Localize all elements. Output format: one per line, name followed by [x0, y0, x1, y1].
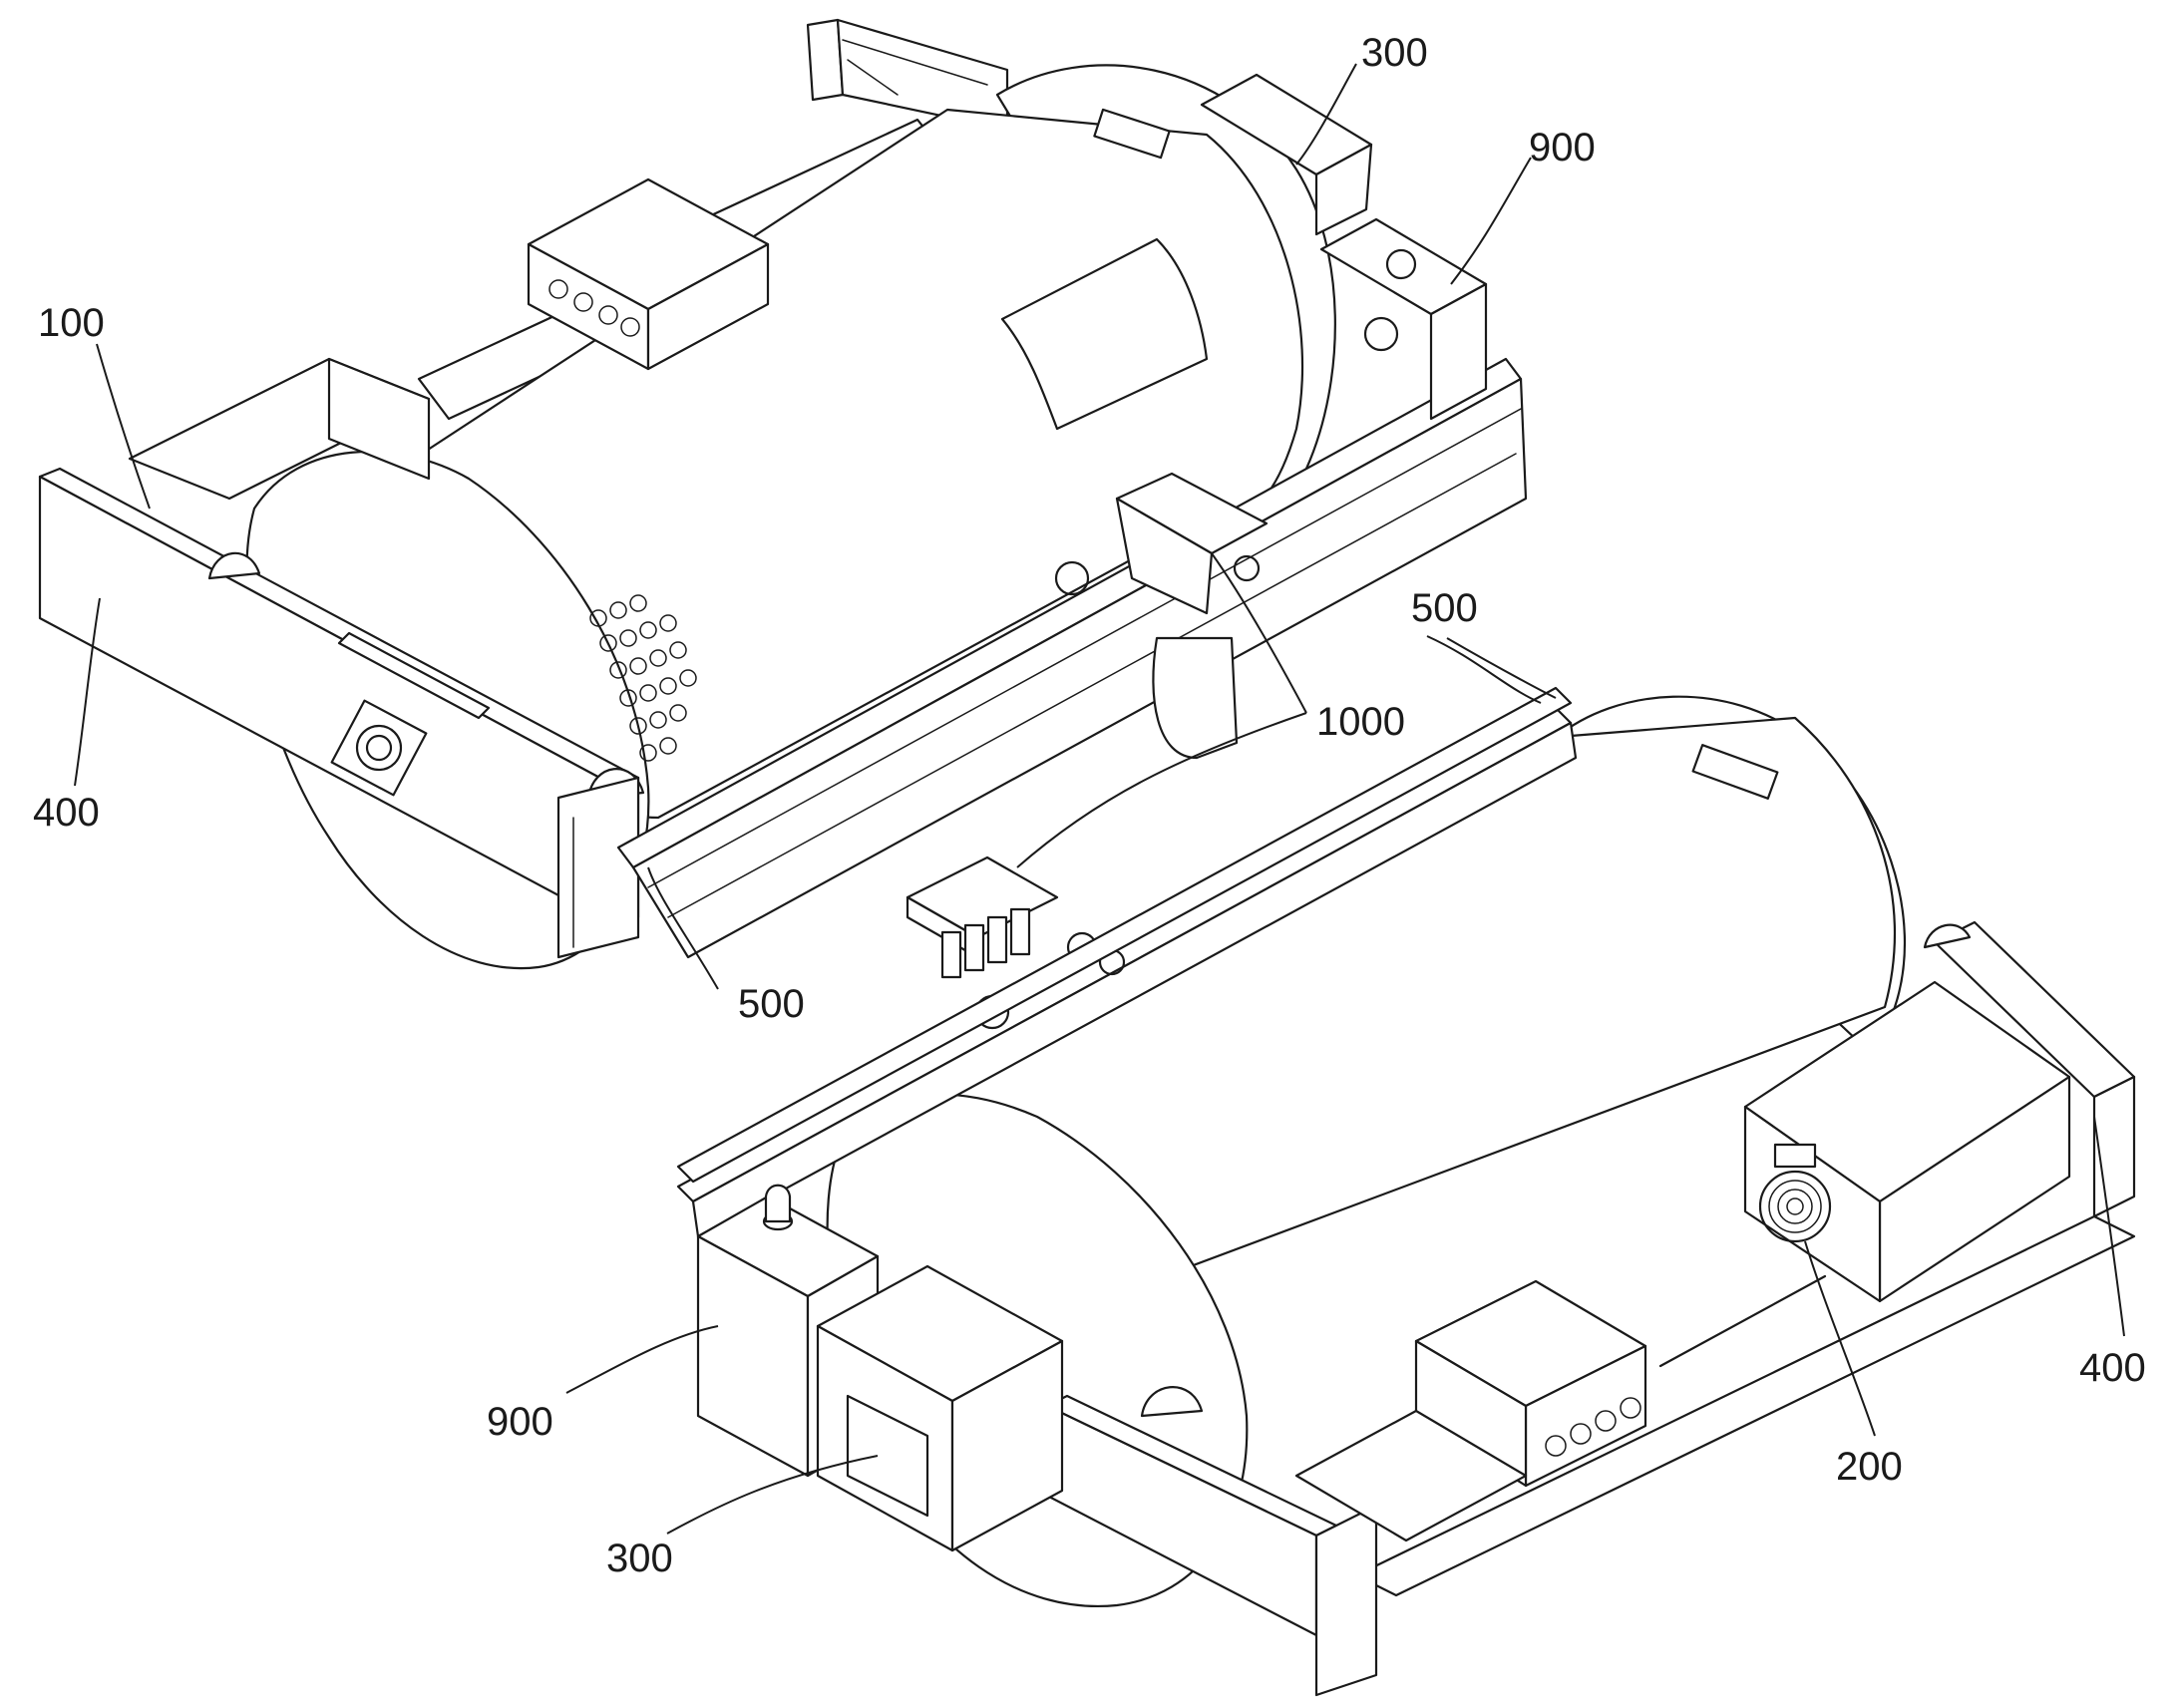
ref-label-500-upper: 500 [1411, 586, 1478, 630]
lower-hydraulic-rod [1658, 1274, 1827, 1368]
ref-label-200: 200 [1836, 1445, 1903, 1489]
ref-label-300-top: 300 [1361, 31, 1428, 75]
upper-control-box [1200, 73, 1488, 421]
ref-label-900-bottom: 900 [487, 1400, 553, 1444]
upper-drum-unit [38, 18, 1528, 970]
lower-level-wind-rail [676, 686, 1573, 1184]
upper-perforation-holes [589, 594, 697, 762]
upper-junction-box [527, 177, 770, 371]
lower-gearbox [1294, 1409, 1528, 1542]
ref-label-100: 100 [38, 301, 105, 345]
lower-bottom-rail [1354, 1214, 2136, 1597]
upper-front-leg [556, 776, 640, 959]
ref-label-400-bottom: 400 [2079, 1346, 2146, 1390]
ref-label-900-top: 900 [1529, 126, 1596, 170]
ref-label-300-bottom: 300 [606, 1537, 673, 1580]
leader-lines [74, 63, 2125, 1535]
lower-motor-housing [1743, 980, 2071, 1303]
upper-inspection-window [1000, 237, 1209, 431]
ref-label-400-top: 400 [33, 791, 100, 835]
lower-junction-box [1414, 1279, 1647, 1488]
reference-labels: 100 400 300 900 500 500 1000 900 300 200… [33, 31, 2146, 1580]
upper-fairlead-bracket [1054, 472, 1269, 760]
lower-power-box [816, 1264, 1064, 1552]
lower-drum-unit [676, 686, 2136, 1697]
ref-label-1000: 1000 [1316, 700, 1405, 744]
ref-label-500-lower: 500 [738, 982, 805, 1026]
lower-front-beam [1045, 1386, 1378, 1697]
